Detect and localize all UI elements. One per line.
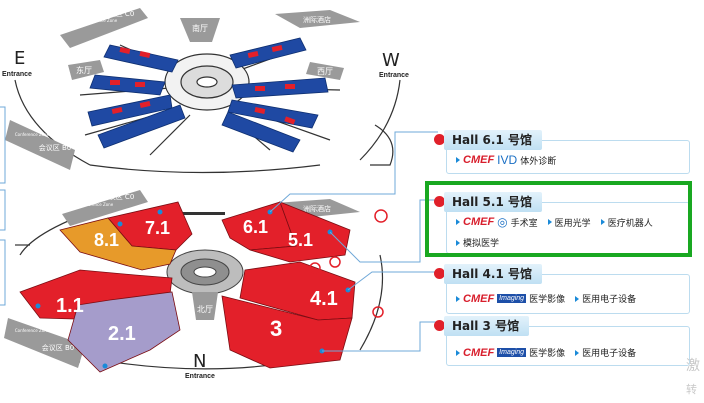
bullet-icon xyxy=(575,349,580,356)
hall-3-label: 3 xyxy=(270,316,282,341)
panel-title: Hall 6.1 号馆 xyxy=(444,130,542,150)
conf-b0-en-top: Conference Zone xyxy=(15,132,50,137)
hall-7-1-label: 7.1 xyxy=(145,218,170,238)
entrance-east: Entrance xyxy=(2,71,32,78)
compass-west: W xyxy=(382,50,400,71)
bullet-icon xyxy=(456,295,460,302)
category-label: 医用电子设备 xyxy=(582,349,637,359)
conf-c0-block-top xyxy=(60,8,148,48)
panel-row: CMEF IVD 体外诊断 xyxy=(456,153,556,167)
category-label: 医疗机器人 xyxy=(607,218,653,229)
entrance-west: Entrance xyxy=(379,72,409,79)
watermark-line-2: 转 xyxy=(686,383,697,396)
category-label: 医学影像 xyxy=(529,295,566,305)
panel-row: CMEF ◎ 手术室 医用光学 医疗机器人 xyxy=(456,215,653,229)
imaging-logo: Imaging xyxy=(497,348,527,357)
top-buildings: 南厅 东厅 西厅 洲际酒店 会议区 C0 Conference Zone 会议区… xyxy=(5,8,360,170)
bullet-icon xyxy=(456,157,460,163)
hall-2-1 xyxy=(67,291,181,373)
hall-4-1-label: 4.1 xyxy=(310,288,338,310)
panel-title: Hall 3 号馆 xyxy=(444,316,530,336)
hall-1-1-label: 1.1 xyxy=(56,295,84,317)
hall-2-1-label: 2.1 xyxy=(108,323,136,345)
conf-c0-label-bottom: 会议区 C0 xyxy=(102,192,135,201)
panel-dot xyxy=(434,196,445,207)
bullet-icon xyxy=(456,239,460,246)
panel-hall-6-1: Hall 6.1 号馆 CMEF IVD 体外诊断 xyxy=(434,130,690,174)
bullet-icon xyxy=(456,349,460,356)
compass-north: N xyxy=(193,351,206,372)
connector-lines xyxy=(0,106,438,352)
hall-labels: 7.1 8.1 6.1 5.1 1.1 2.1 4.1 3 xyxy=(56,217,338,345)
west-hall-label: 西厅 xyxy=(317,67,333,76)
panel-row: CMEF Imaging 医学影像 医用电子设备 xyxy=(456,292,636,305)
panel-dot xyxy=(434,320,445,331)
category-label: 医学影像 xyxy=(529,349,566,359)
cmef-logo: CMEF xyxy=(463,346,495,359)
west-hall-block xyxy=(306,62,344,80)
panel-row: CMEF Imaging 医学影像 医用电子设备 xyxy=(456,346,636,359)
hall-8-1 xyxy=(59,217,177,271)
surgery-logo-icon: ◎ xyxy=(497,215,508,229)
conf-c0-en-bottom: Conference Zone xyxy=(79,202,114,207)
highlight-frame xyxy=(425,181,692,257)
hall-5-1-label: 5.1 xyxy=(288,230,313,250)
hall-5-1 xyxy=(249,201,351,263)
category-label: 医用电子设备 xyxy=(582,295,637,305)
panel-title: Hall 5.1 号馆 xyxy=(444,192,542,212)
panel-hall-4-1: Hall 4.1 号馆 CMEF Imaging 医学影像 医用电子设备 xyxy=(434,264,690,314)
top-complex xyxy=(14,44,401,174)
hall-6-1-label: 6.1 xyxy=(243,217,268,237)
south-hall-block xyxy=(180,18,220,42)
east-hall-label: 东厅 xyxy=(76,65,92,75)
category-label: 体外诊断 xyxy=(520,156,557,167)
conf-b0-label-bottom: 会议区 B0 xyxy=(42,343,74,352)
hotel-label-bottom: 洲际酒店 xyxy=(303,204,331,213)
panel-row: 模拟医学 xyxy=(456,236,499,249)
conf-b0-label-top: 会议区 B0 xyxy=(39,143,71,152)
cmef-logo: CMEF xyxy=(463,216,495,228)
bottom-halls xyxy=(19,201,356,373)
panel-title: Hall 4.1 号馆 xyxy=(444,264,542,284)
category-label: 模拟医学 xyxy=(463,239,500,249)
ivd-logo: IVD xyxy=(497,153,518,167)
category-label: 手术室 xyxy=(510,218,538,229)
cmef-logo: CMEF xyxy=(463,292,495,305)
bottom-hub: 北厅 xyxy=(166,212,244,320)
map-logo-marks xyxy=(309,209,388,318)
conf-b0-block-top xyxy=(5,120,75,170)
south-hall-label: 南厅 xyxy=(192,23,208,33)
bullet-icon xyxy=(600,219,605,225)
panel-dot xyxy=(434,134,445,145)
top-hall-stripes xyxy=(110,45,296,125)
bullet-icon xyxy=(575,295,580,302)
north-hall-label: 北厅 xyxy=(197,305,213,314)
imaging-logo: Imaging xyxy=(497,294,527,303)
entrance-north: Entrance xyxy=(185,373,215,380)
east-hall-block xyxy=(68,60,104,80)
bullet-icon xyxy=(547,219,552,225)
hotel-label-top: 洲际酒店 xyxy=(303,15,331,24)
hall-3 xyxy=(221,295,353,369)
conf-b0-en-bottom: Conference Zone xyxy=(15,328,50,333)
conf-c0-label-top: 会议区 C0 xyxy=(102,9,135,18)
category-label: 医用光学 xyxy=(554,218,591,229)
panel-hall-3: Hall 3 号馆 CMEF Imaging 医学影像 医用电子设备 xyxy=(434,316,690,366)
watermark-line-1: 激 xyxy=(686,358,700,374)
location-dots xyxy=(35,209,351,369)
bullet-icon xyxy=(456,219,460,225)
panel-dot xyxy=(434,268,445,279)
cmef-logo: CMEF xyxy=(463,154,495,166)
hotel-block-top xyxy=(275,10,360,28)
hall-8-1-label: 8.1 xyxy=(94,230,119,250)
compass-east: E xyxy=(14,48,25,69)
conf-c0-en-top: Conference Zone xyxy=(83,18,118,23)
panel-hall-5-1: Hall 5.1 号馆 CMEF ◎ 手术室 医用光学 医疗机器人 模拟医学 xyxy=(434,192,690,254)
